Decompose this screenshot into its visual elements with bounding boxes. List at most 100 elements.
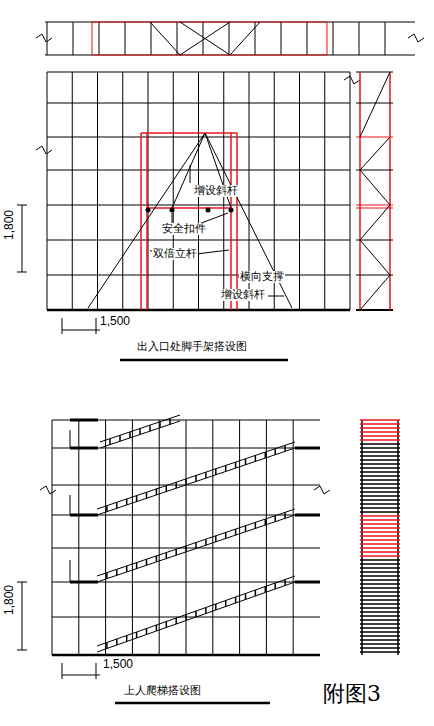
ladder-rung (106, 643, 108, 649)
ladder-string (97, 582, 295, 652)
side-ledger (356, 204, 393, 205)
side-ledger (360, 519, 400, 521)
landing (70, 447, 98, 450)
scaffold-tube (52, 420, 53, 655)
ladder-rung (159, 422, 161, 428)
scaffold-tube (148, 72, 149, 310)
scaffold-tube (266, 420, 267, 655)
dimension-text: 1,800 (3, 584, 16, 616)
scaffold-tube (132, 420, 133, 655)
side-ledger (360, 555, 400, 557)
side-ledger (360, 499, 400, 501)
scaffold-tube (229, 22, 230, 55)
side-ledger (360, 635, 400, 637)
ladder-rung (146, 629, 148, 635)
ladder-rung (255, 590, 257, 596)
ladder-rung (185, 546, 187, 552)
side-ledger (360, 419, 400, 421)
landing (70, 581, 98, 584)
scaffold-tube (70, 560, 71, 582)
scaffold-tube (186, 420, 187, 655)
side-ledger (360, 611, 400, 613)
side-ledger (360, 583, 400, 585)
ladder-rung (195, 476, 197, 482)
scaffold-tube (356, 170, 393, 171)
side-ledger (360, 451, 400, 453)
ladder-rung (166, 553, 168, 559)
side-ledger (360, 447, 400, 449)
ladder-rung (136, 563, 138, 569)
landing (295, 447, 320, 450)
callout-label: 安全扣件 (161, 223, 207, 235)
double-standard (236, 133, 238, 310)
ladder-rung (284, 445, 286, 451)
ground-line (52, 654, 320, 657)
scaffold-tube (17, 205, 27, 206)
figure-title: 出入口处脚手架搭设图 (136, 341, 248, 353)
dimension-line (22, 205, 23, 272)
ladder-rung (195, 611, 197, 617)
opening-plan (92, 22, 327, 55)
ladder-rung (126, 636, 128, 642)
scaffold-tube (239, 420, 240, 655)
scaffold-tube (78, 420, 79, 655)
side-brace (360, 205, 390, 240)
plate-caption: 附图3 (322, 682, 382, 706)
side-ledger (360, 571, 400, 573)
side-brace (360, 137, 390, 170)
leader-line (196, 250, 229, 254)
ladder-rung (235, 529, 237, 535)
scaffold-tube (293, 420, 294, 655)
side-ledger (360, 487, 400, 489)
side-ledger (360, 431, 400, 433)
side-ledger (360, 587, 400, 589)
scaffold-tube (356, 275, 393, 276)
scaffold-tube (72, 72, 73, 310)
side-standard (359, 72, 361, 310)
side-ledger (360, 603, 400, 605)
ladder-string (97, 515, 295, 582)
side-ledger (360, 491, 400, 493)
caption-underline (115, 702, 270, 705)
ladder-rung (175, 482, 177, 488)
ladder-rung (265, 452, 267, 458)
side-ledger (360, 563, 400, 565)
ladder-rung (225, 532, 227, 538)
side-ledger (360, 647, 400, 649)
ladder-rung (215, 536, 217, 542)
ladder-rung (205, 472, 207, 478)
ladder-rung (185, 479, 187, 485)
side-ledger (360, 459, 400, 461)
ladder-string (97, 448, 295, 515)
callout-label: 双倍立杆 (152, 248, 198, 260)
side-ledger (360, 467, 400, 469)
ladder-rung (139, 429, 141, 435)
side-ledger (360, 443, 400, 445)
side-brace (360, 72, 390, 137)
ladder-rung (126, 566, 128, 572)
break-mark (344, 76, 360, 84)
opening-frame (141, 132, 237, 134)
ladder-rung (116, 502, 118, 508)
scaffold-tube (122, 72, 123, 310)
side-ledger (360, 435, 400, 437)
callout-label: 横向支撑 (239, 271, 285, 283)
ladder-rung (284, 512, 286, 518)
ladder-rung (235, 462, 237, 468)
scaffold-tube (356, 240, 393, 241)
break-mark (408, 34, 424, 42)
dimension-line (22, 582, 23, 650)
ladder-rung (146, 492, 148, 498)
side-ledger (356, 136, 393, 137)
side-ledger (360, 559, 400, 561)
scaffold-tube (70, 495, 71, 515)
scaffold-tube (151, 22, 152, 55)
dimension-text: 1,500 (102, 658, 134, 671)
scaffold-tube (350, 72, 351, 310)
leader-line (268, 296, 284, 297)
side-ledger (360, 607, 400, 609)
scaffold-tube (324, 72, 325, 310)
side-ledger (360, 639, 400, 641)
